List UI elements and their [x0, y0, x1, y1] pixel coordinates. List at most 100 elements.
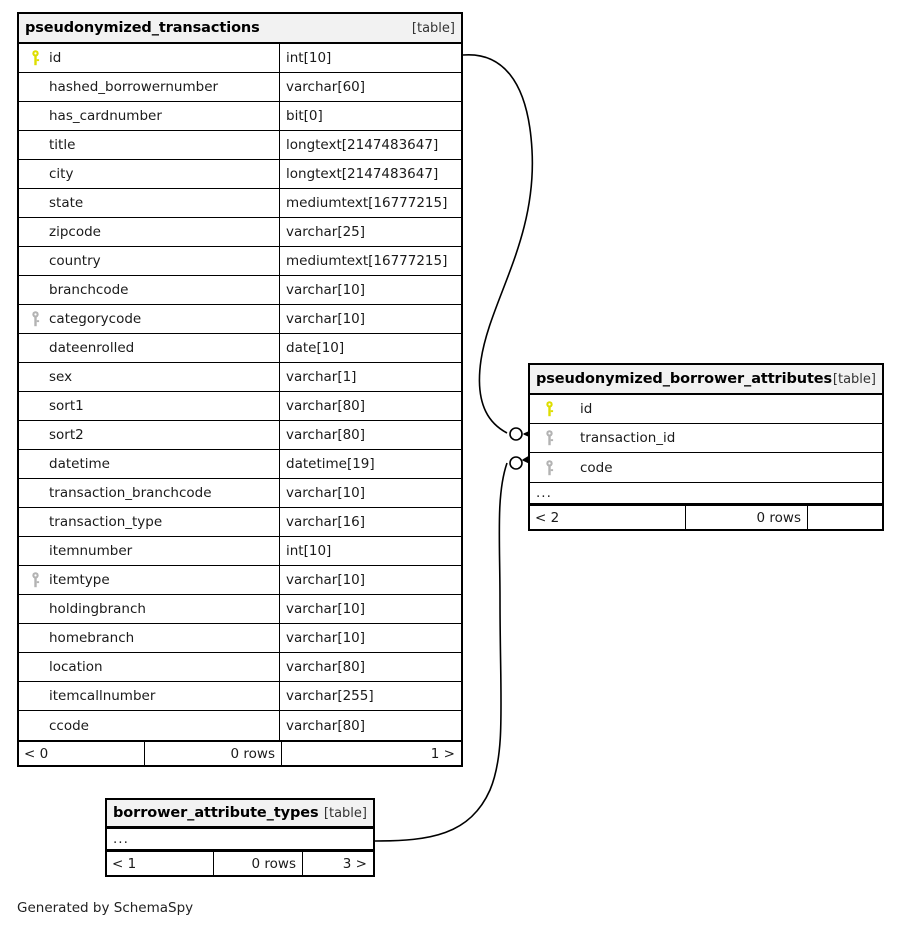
column-name: id: [580, 401, 593, 417]
column-name-cell: itemtype: [19, 566, 279, 594]
column-name: sort2: [49, 427, 84, 443]
column-name-cell: code: [530, 453, 882, 482]
column-name: hashed_borrowernumber: [49, 79, 219, 95]
column-type: mediumtext[16777215]: [286, 195, 448, 211]
column-name-cell: title: [19, 131, 279, 159]
column-name-cell: sex: [19, 363, 279, 391]
key-icon: [25, 50, 45, 66]
table-row[interactable]: dateenrolled date[10]: [19, 334, 461, 363]
column-type-cell: varchar[60]: [279, 73, 461, 101]
footer-next-page[interactable]: 1 >: [281, 742, 461, 765]
key-icon: [25, 311, 45, 327]
table-row[interactable]: transaction_id: [530, 424, 882, 453]
table-pseudonymized-transactions[interactable]: pseudonymized_transactions [table] id int…: [17, 12, 463, 767]
column-name: ccode: [49, 717, 89, 734]
table-columns: id int[10] hashed_borrowernumber varchar[60…: [19, 44, 461, 740]
table-row[interactable]: country mediumtext[16777215]: [19, 247, 461, 276]
column-name-cell: state: [19, 189, 279, 217]
column-name: has_cardnumber: [49, 108, 162, 124]
footer-next-page[interactable]: 3 >: [302, 852, 373, 875]
table-row[interactable]: sort2 varchar[80]: [19, 421, 461, 450]
table-header: pseudonymized_transactions [table]: [19, 14, 461, 44]
table-row[interactable]: datetime datetime[19]: [19, 450, 461, 479]
table-borrower-attribute-types[interactable]: borrower_attribute_types [table] ... < 1…: [105, 798, 375, 877]
column-name: state: [49, 195, 84, 211]
table-row[interactable]: transaction_type varchar[16]: [19, 508, 461, 537]
column-type-cell: varchar[16]: [279, 508, 461, 536]
table-row[interactable]: title longtext[2147483647]: [19, 131, 461, 160]
table-row[interactable]: sex varchar[1]: [19, 363, 461, 392]
column-name: dateenrolled: [49, 340, 135, 356]
table-row[interactable]: code: [530, 453, 882, 482]
column-type: varchar[80]: [286, 659, 366, 675]
column-type-cell: varchar[10]: [279, 479, 461, 507]
relationship-line-transactions-id: [462, 54, 534, 434]
footer-prev-page[interactable]: < 0: [24, 745, 49, 762]
column-name-cell: ccode: [19, 711, 279, 740]
column-name-cell: city: [19, 160, 279, 188]
column-name-cell: transaction_type: [19, 508, 279, 536]
footer-next-page[interactable]: [807, 506, 882, 529]
column-type: longtext[2147483647]: [286, 137, 439, 153]
table-row[interactable]: homebranch varchar[10]: [19, 624, 461, 653]
column-type-cell: mediumtext[16777215]: [279, 189, 461, 217]
column-type-cell: varchar[10]: [279, 276, 461, 304]
column-type: int[10]: [286, 50, 332, 66]
cardinality-zero-marker-1: [509, 427, 523, 441]
table-row[interactable]: state mediumtext[16777215]: [19, 189, 461, 218]
key-icon: [536, 430, 562, 446]
column-type-cell: date[10]: [279, 334, 461, 362]
column-type: varchar[10]: [286, 485, 366, 501]
column-type: mediumtext[16777215]: [286, 253, 448, 269]
table-footer: < 1 0 rows 3 >: [107, 850, 373, 875]
column-type-cell: varchar[10]: [279, 624, 461, 652]
column-name: zipcode: [49, 224, 101, 240]
footer-row-count: 0 rows: [144, 742, 281, 765]
column-type: datetime[19]: [286, 456, 375, 472]
table-footer: < 0 0 rows 1 >: [19, 740, 461, 765]
column-name: country: [49, 253, 101, 269]
column-name: datetime: [49, 456, 110, 472]
column-type: varchar[1]: [286, 369, 357, 385]
column-type: varchar[255]: [286, 688, 374, 704]
column-type-cell: varchar[80]: [279, 711, 461, 740]
generated-by-label: Generated by SchemaSpy: [17, 900, 194, 916]
column-type: int[10]: [286, 543, 332, 559]
footer-row-count: 0 rows: [685, 506, 807, 529]
column-name-cell: datetime: [19, 450, 279, 478]
table-row[interactable]: id int[10]: [19, 44, 461, 73]
column-type: varchar[80]: [286, 427, 366, 443]
table-row[interactable]: id: [530, 395, 882, 424]
footer-row-count: 0 rows: [213, 852, 302, 875]
column-name: id: [49, 50, 62, 66]
table-pseudonymized-borrower-attributes[interactable]: pseudonymized_borrower_attributes [table…: [528, 363, 884, 531]
footer-prev-page[interactable]: < 1: [112, 855, 137, 872]
table-row[interactable]: ccode varchar[80]: [19, 711, 461, 740]
column-type: varchar[10]: [286, 630, 366, 646]
column-type: varchar[16]: [286, 514, 366, 530]
column-name-cell: has_cardnumber: [19, 102, 279, 130]
column-name-cell: transaction_id: [530, 424, 882, 452]
column-name-cell: homebranch: [19, 624, 279, 652]
column-name-cell: id: [19, 44, 279, 72]
column-type: date[10]: [286, 340, 345, 356]
column-type-cell: varchar[80]: [279, 392, 461, 420]
truncated-columns-indicator: ...: [530, 482, 882, 504]
footer-prev-page[interactable]: < 2: [535, 509, 560, 526]
column-type-cell: varchar[80]: [279, 421, 461, 449]
column-name-cell: categorycode: [19, 305, 279, 333]
table-row[interactable]: hashed_borrowernumber varchar[60]: [19, 73, 461, 102]
